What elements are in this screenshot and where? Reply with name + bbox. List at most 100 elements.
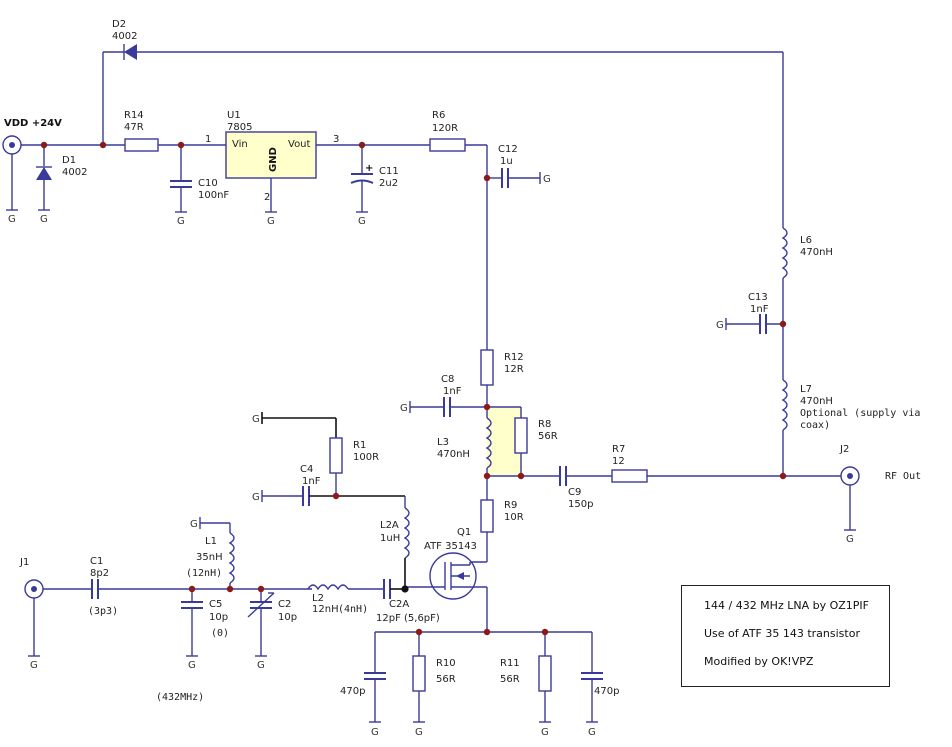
u1-pin3: 3 (333, 134, 339, 145)
r14-value: 47R (124, 122, 144, 133)
inductor-l6 (781, 227, 788, 279)
vdd-connector (2, 135, 125, 210)
gnd-label-l1: G (190, 519, 198, 530)
r12-ref: R12 (504, 352, 524, 363)
d2-value: 4002 (112, 31, 137, 42)
gnd-label-j2: G (846, 534, 854, 545)
resistor-r12 (480, 349, 494, 386)
resistor-r1 (329, 437, 343, 474)
diode-d2 (102, 44, 784, 228)
gnd-label-r10: G (415, 727, 423, 738)
svg-text:+: + (365, 163, 373, 174)
gnd-label-c11: G (358, 216, 366, 227)
q1-value: ATF 35143 (424, 541, 477, 552)
c1-ref: C1 (90, 556, 103, 567)
c2-value: 10p (278, 612, 297, 623)
l2-ref: L2 (312, 593, 324, 604)
r7-value: 12 (612, 456, 625, 467)
q1-ref: Q1 (457, 527, 471, 538)
capacitor-c13 (725, 314, 783, 334)
inductor-l2 (307, 584, 349, 591)
c12-value: 1u (500, 156, 513, 167)
l6-value: 470nH (800, 247, 833, 258)
j2-ref: J2 (839, 444, 849, 455)
gnd-label-r1: G (252, 414, 260, 425)
rf-out-label: RF Out (885, 471, 921, 482)
l6-ref: L6 (800, 235, 812, 246)
c11-ref: C11 (379, 166, 399, 177)
c-470p-left-value: 470p (340, 686, 365, 697)
l2a-value: 1uH (380, 533, 400, 544)
l7-value: 470nH (800, 396, 833, 407)
c12-ref: C12 (498, 144, 518, 155)
c4-ref: C4 (300, 464, 313, 475)
r1-value: 100R (353, 452, 379, 463)
u1-pin1: 1 (205, 134, 211, 145)
junction-dots (40, 141, 787, 636)
inductor-l7 (781, 379, 788, 431)
c10-value: 100nF (198, 190, 229, 201)
capacitor-c4 (261, 486, 405, 506)
c11-value: 2u2 (379, 178, 398, 189)
j1-ref: J1 (19, 557, 29, 568)
c1-value: 8p2 (90, 568, 109, 579)
c5-value: 10p (209, 612, 228, 623)
resistor-r11 (538, 655, 552, 692)
c-470p-right-value: 470p (594, 686, 619, 697)
l3-value: 470nH (437, 449, 470, 460)
l1-alt-value: (12nH) (186, 568, 222, 579)
c9-ref: C9 (568, 487, 581, 498)
capacitor-470p-left (364, 632, 386, 722)
u1-vout-label: Vout (288, 139, 311, 150)
c13-ref: C13 (748, 292, 768, 303)
inductor-l3 (485, 417, 492, 469)
gnd-label-c12: G (543, 174, 551, 185)
r8-value: 56R (538, 431, 558, 442)
gnd-label-d1: G (40, 214, 48, 225)
c5-alt-value: (0) (211, 628, 229, 639)
gnd-label-j1: G (30, 660, 38, 671)
r1-ref: R1 (353, 440, 366, 451)
gnd-label-vdd: G (8, 214, 16, 225)
l1-ref: L1 (205, 536, 217, 547)
capacitor-c12 (487, 168, 541, 188)
trimmer-capacitor-c2 (247, 589, 275, 656)
capacitor-c8 (409, 397, 487, 417)
u1-ref: U1 (227, 110, 241, 121)
resistor-r8 (514, 417, 528, 454)
inductor-l1 (228, 532, 235, 584)
ground-symbols (6, 209, 856, 723)
gnd-label-c13: G (716, 320, 724, 331)
r10-ref: R10 (436, 658, 456, 669)
r7-ref: R7 (612, 444, 625, 455)
title-block: 144 / 432 MHz LNA by OZ1PIF Use of ATF 3… (681, 585, 890, 687)
c8-value: 1nF (443, 386, 462, 397)
c2-ref: C2 (278, 599, 291, 610)
capacitor-470p-right (581, 632, 603, 722)
l2-value: 12nH (312, 604, 339, 615)
u1-value: 7805 (227, 122, 252, 133)
d1-ref: D1 (62, 155, 76, 166)
rf-out-connector-j2 (840, 466, 860, 530)
resistor-r6 (429, 138, 466, 152)
c10-ref: C10 (198, 178, 218, 189)
d2-ref: D2 (112, 19, 126, 30)
c13-value: 1nF (750, 304, 769, 315)
title-line-1: 144 / 432 MHz LNA by OZ1PIF (704, 599, 869, 612)
gnd-label-c4: G (252, 492, 260, 503)
transistor-q1 (405, 552, 487, 600)
gnd-label-r11: G (541, 727, 549, 738)
title-line-2: Use of ATF 35 143 transistor (704, 627, 860, 640)
l3-ref: L3 (437, 437, 449, 448)
r9-value: 10R (504, 512, 524, 523)
l7-note-line2: coax) (800, 420, 830, 431)
l2-alt-value: (4nH) (338, 604, 368, 615)
d1-value: 4002 (62, 167, 87, 178)
c9-value: 150p (568, 499, 593, 510)
vdd-label: VDD +24V (4, 118, 62, 129)
r8-ref: R8 (538, 419, 551, 430)
gnd-label-c10: G (177, 216, 185, 227)
r6-value: 120R (432, 123, 458, 134)
u1-gnd-label: GND (268, 147, 279, 172)
